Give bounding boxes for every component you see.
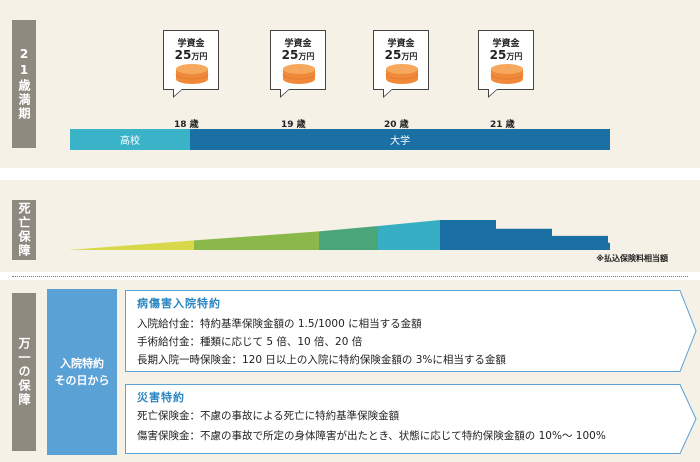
death-benefit-segment — [194, 231, 319, 250]
death-benefit-tab: 死亡保障 — [12, 200, 36, 260]
death-benefit-segment — [552, 235, 608, 250]
death-benefit-segment — [378, 220, 440, 250]
death-benefit-chart — [68, 220, 610, 250]
rider-detail-line: 長期入院一時保険金：120 日以上の入院に特約保険金額の 3%に相当する金額 — [137, 354, 506, 366]
from-day-one-label: その日から — [54, 374, 110, 387]
payout-label: 学資金 — [492, 39, 520, 49]
payout-bubble: 学資金 25万円 — [373, 30, 429, 98]
maturity-tab-label: 21歳満期 — [17, 47, 31, 121]
age-label-18: 18 歳 — [174, 120, 199, 130]
death-benefit-segment — [319, 226, 378, 250]
rider-detail-line: 入院給付金：特約基準保険金額の 1.5/1000 に相当する金額 — [137, 318, 422, 330]
coin-stack-icon — [175, 63, 209, 85]
age-label-19: 19 歳 — [281, 120, 306, 130]
age-label-21: 21 歳 — [490, 120, 515, 130]
coin-stack-icon — [490, 63, 524, 85]
death-benefit-segment — [440, 220, 496, 250]
rider-detail-line: 手術給付金：種類に応じて 5 倍、10 倍、20 倍 — [137, 336, 363, 348]
section-divider — [12, 276, 688, 277]
emergency-coverage-tab-label: 万一の保障 — [17, 337, 31, 407]
rider-illness-injury: 病傷害入院特約 入院給付金：特約基準保険金額の 1.5/1000 に相当する金額… — [125, 290, 697, 372]
rider-title: 災害特約 — [137, 391, 185, 404]
payout-amount: 25万円 — [384, 48, 418, 62]
rider-frame — [125, 384, 697, 454]
coin-stack-icon — [282, 63, 316, 85]
timeline-high-school: 高校 — [70, 129, 190, 150]
payout-label: 学資金 — [177, 39, 205, 49]
coin-stack-icon — [385, 63, 419, 85]
death-benefit-segment — [608, 242, 610, 250]
emergency-coverage-tab: 万一の保障 — [12, 293, 36, 451]
death-benefit-panel — [0, 180, 700, 272]
hospital-rider-label: 入院特約 — [60, 357, 104, 370]
payout-bubble: 学資金 25万円 — [478, 30, 534, 98]
payout-amount: 25万円 — [281, 48, 315, 62]
payout-label: 学資金 — [387, 39, 415, 49]
death-benefit-note: ※払込保険料相当額 — [596, 254, 668, 263]
payout-bubble: 学資金 25万円 — [163, 30, 219, 98]
rider-detail-line: 傷害保険金：不慮の事故で所定の身体障害が出たとき、状態に応じて特約保険金額の 1… — [137, 430, 606, 442]
death-benefit-segment — [496, 228, 552, 250]
school-timeline: 高校 大学 — [70, 129, 610, 150]
payout-label: 学資金 — [284, 39, 312, 49]
payout-amount: 25万円 — [174, 48, 208, 62]
maturity-tab: 21歳満期 — [12, 20, 36, 148]
death-benefit-tab-label: 死亡保障 — [17, 202, 31, 258]
rider-frame — [125, 290, 697, 372]
hospital-rider-start-box: 入院特約 その日から — [47, 289, 117, 455]
payout-amount: 25万円 — [489, 48, 523, 62]
rider-title: 病傷害入院特約 — [137, 297, 221, 310]
rider-detail-line: 死亡保険金：不慮の事故による死亡に特約基準保険金額 — [137, 410, 400, 422]
timeline-university: 大学 — [190, 129, 610, 150]
death-benefit-segment — [68, 240, 194, 250]
age-label-20: 20 歳 — [384, 120, 409, 130]
payout-bubble: 学資金 25万円 — [270, 30, 326, 98]
rider-disaster: 災害特約 死亡保険金：不慮の事故による死亡に特約基準保険金額 傷害保険金：不慮の… — [125, 384, 697, 454]
